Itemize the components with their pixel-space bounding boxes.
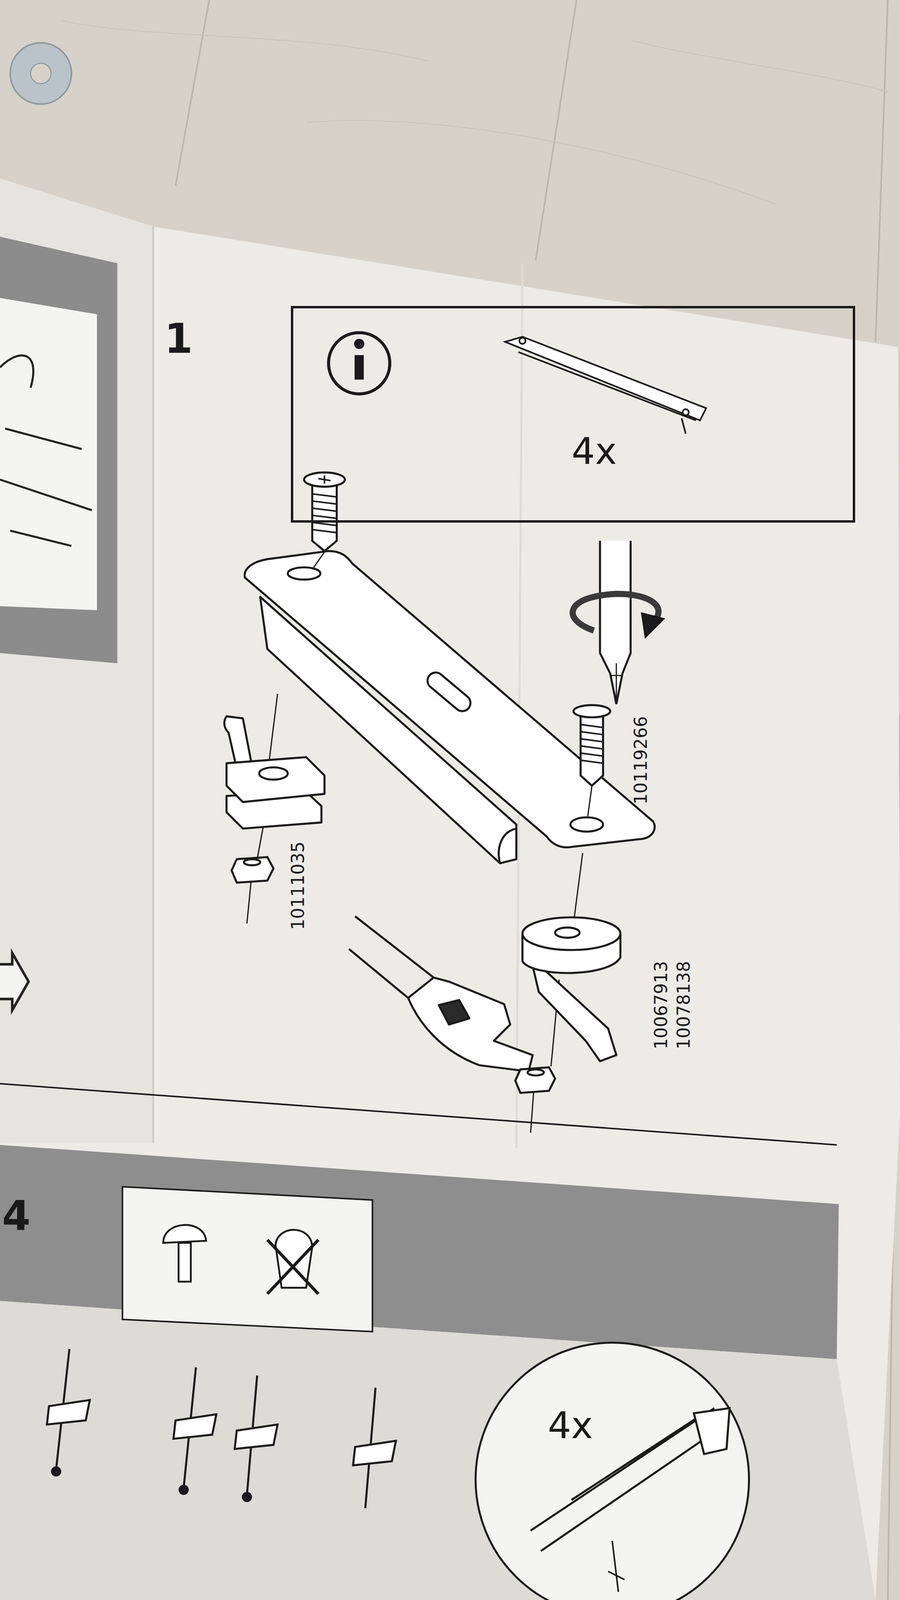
info-symbol — [328, 332, 390, 394]
screw-icons — [267, 1239, 319, 1294]
rods — [46, 1400, 90, 1425]
clip-right — [522, 917, 621, 1062]
rail-icon — [518, 351, 696, 421]
rods — [55, 1348, 376, 1508]
paper-sheet — [151, 226, 154, 1143]
rail-icon — [681, 418, 686, 434]
screw-icons — [163, 1225, 206, 1243]
wrench — [408, 977, 533, 1072]
clip-right — [555, 927, 580, 938]
screw-right — [587, 786, 592, 817]
bracket — [570, 817, 603, 832]
clip-left — [259, 767, 288, 780]
step-four-band — [0, 1083, 837, 1145]
paper-sheet — [0, 178, 154, 1143]
info-symbol — [328, 332, 390, 394]
screw-icons — [178, 1242, 191, 1282]
clip-left — [226, 757, 325, 802]
screw-top — [318, 475, 331, 484]
info-box: 4x — [290, 305, 856, 523]
nut-left — [231, 857, 274, 883]
screw-right — [573, 705, 611, 718]
left-page-panel — [0, 236, 118, 664]
step-number: 1 — [164, 318, 193, 360]
screw-right — [580, 724, 604, 764]
rotation-arrow — [572, 594, 666, 639]
nut-right — [527, 1069, 544, 1076]
rail-icon — [505, 336, 707, 421]
rotation-arrow — [640, 612, 666, 639]
rods — [179, 1485, 189, 1495]
washer — [10, 42, 72, 104]
screwdriver — [600, 540, 631, 704]
info-symbol — [354, 355, 364, 380]
screw-right — [530, 1091, 534, 1133]
screw-icons — [163, 1225, 319, 1295]
rods — [51, 1467, 61, 1476]
bracket — [424, 669, 474, 715]
left-page-panel — [0, 236, 118, 1011]
clip-right — [522, 917, 621, 950]
left-page-panel — [0, 355, 92, 547]
rods — [173, 1414, 217, 1439]
rail-icon — [519, 337, 526, 344]
detail-circle — [694, 1408, 730, 1455]
screw-right — [580, 714, 604, 786]
nut-right — [515, 1067, 556, 1093]
bracket — [287, 567, 321, 580]
part-number: 10119266 — [632, 715, 650, 804]
detail-circle — [474, 1341, 750, 1600]
nut-right — [515, 1067, 556, 1093]
rods — [46, 1348, 396, 1508]
detail-circle — [474, 1341, 750, 1600]
left-page-panel — [0, 953, 29, 1011]
screw-top — [312, 483, 337, 552]
nut-left — [231, 857, 274, 883]
screw-right — [573, 853, 583, 924]
step-four-band — [0, 1083, 876, 1600]
rods — [353, 1440, 397, 1466]
wrench — [438, 1000, 470, 1025]
left-page-panel — [0, 298, 97, 611]
wrench — [348, 916, 533, 1072]
paper-sheet — [0, 178, 900, 1600]
step-number: 4 — [1, 1196, 31, 1237]
guide-lines — [246, 881, 251, 924]
screw-top — [303, 472, 345, 487]
washer — [10, 42, 72, 104]
detail-circle — [608, 1540, 625, 1593]
part-number: 10067913 — [652, 961, 670, 1050]
guide-lines — [257, 826, 264, 860]
rail-icon — [682, 409, 689, 416]
bracket — [498, 828, 517, 864]
quantity-label: 4x — [547, 1407, 593, 1445]
rods — [242, 1492, 252, 1502]
wrench — [348, 916, 434, 999]
step-four-band — [122, 1186, 373, 1332]
rail-icon — [505, 336, 707, 434]
part-number: 10078138 — [675, 961, 693, 1050]
screwdriver — [600, 540, 631, 704]
screw-top — [312, 494, 337, 533]
wood-floor — [61, 20, 888, 204]
screwdriver — [610, 663, 623, 699]
rods — [234, 1424, 278, 1450]
screw-top — [312, 551, 325, 570]
washer — [30, 63, 51, 84]
nut-left — [244, 859, 261, 866]
paper-sheet — [0, 178, 900, 1600]
info-symbol — [353, 338, 365, 350]
quantity-label: 4x — [571, 432, 618, 470]
clip-left — [224, 716, 325, 829]
part-number: 10111035 — [289, 841, 307, 930]
